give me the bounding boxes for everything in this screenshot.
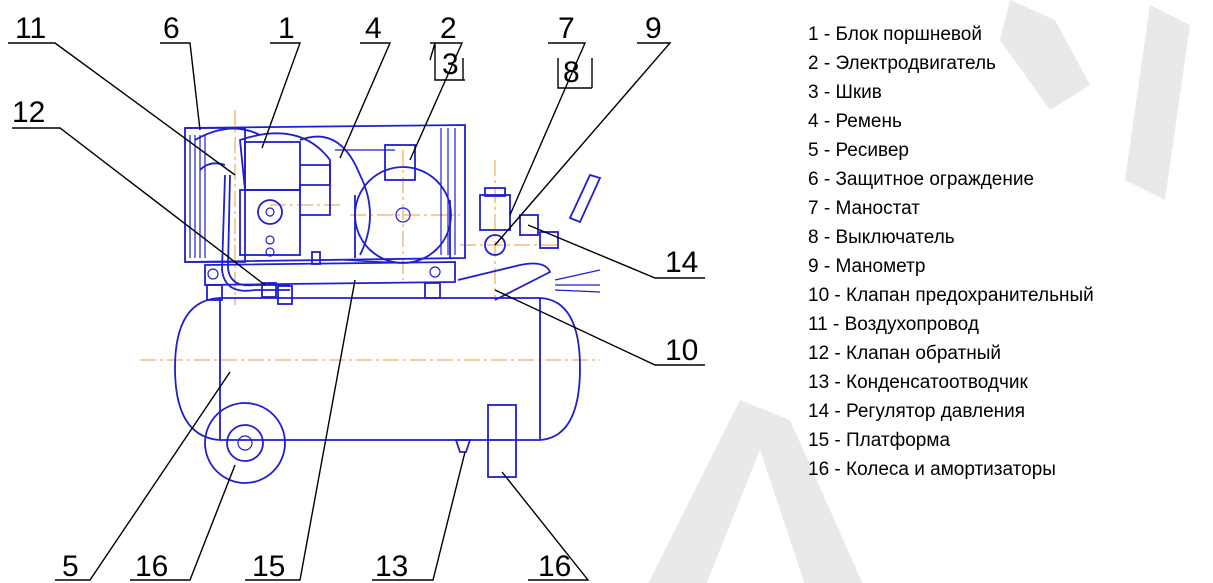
callout-7: 7	[558, 12, 575, 45]
legend-item-4: 4 - Ремень	[808, 111, 902, 132]
callout-6: 6	[163, 12, 180, 45]
legend-item-16: 16 - Колеса и амортизаторы	[808, 459, 1056, 480]
callout-1: 1	[278, 12, 295, 45]
legend-item-9: 9 - Манометр	[808, 256, 925, 277]
legend-item-7: 7 - Маностат	[808, 198, 920, 219]
legend-item-2: 2 - Электродвигатель	[808, 53, 996, 74]
pressure-switch	[457, 187, 601, 301]
callout-4: 4	[365, 12, 382, 45]
callout-8: 8	[563, 56, 580, 89]
legend-item-14: 14 - Регулятор давления	[808, 401, 1025, 422]
drain-valve	[454, 439, 472, 453]
receiver-tank	[174, 297, 581, 441]
callout-15: 15	[252, 550, 285, 583]
callout-16-left: 16	[135, 550, 168, 583]
legend-item-15: 15 - Платформа	[808, 430, 950, 451]
callout-14: 14	[665, 246, 698, 279]
callout-16-right: 16	[538, 550, 571, 583]
wheel	[204, 402, 286, 484]
legend-item-6: 6 - Защитное ограждение	[808, 169, 1034, 190]
foot	[487, 404, 517, 478]
legend-item-12: 12 - Клапан обратный	[808, 343, 1001, 364]
callout-11: 11	[15, 12, 46, 45]
callout-3: 3	[442, 48, 459, 81]
legend-item-3: 3 - Шкив	[808, 82, 882, 103]
legend-item-1: 1 - Блок поршневой	[808, 24, 982, 45]
legend-item-8: 8 - Выключатель	[808, 227, 955, 248]
belt	[299, 135, 396, 263]
callout-12: 12	[12, 96, 45, 129]
callout-labels: 11 6 1 4 2 3 7 8 9 12 14 10 5 16 15 13 1…	[12, 12, 698, 583]
legend-item-10: 10 - Клапан предохранительный	[808, 285, 1094, 306]
guard-frame	[184, 124, 466, 263]
legend-item-13: 13 - Конденсатоотводчик	[808, 372, 1028, 393]
callout-10: 10	[665, 334, 698, 367]
leader-lines	[8, 42, 705, 581]
pressure-regulator	[568, 173, 602, 224]
legend-item-11: 11 - Воздухопровод	[808, 314, 979, 335]
callout-2: 2	[440, 12, 457, 45]
callout-5: 5	[62, 550, 79, 583]
callout-9: 9	[645, 12, 662, 45]
legend-item-5: 5 - Ресивер	[808, 140, 909, 161]
legend: 1 - Блок поршневой 2 - Электродвигатель …	[808, 24, 1094, 480]
air-line	[221, 174, 293, 305]
watermark	[648, 0, 1190, 583]
callout-13: 13	[375, 550, 408, 583]
pump-block	[239, 132, 331, 257]
